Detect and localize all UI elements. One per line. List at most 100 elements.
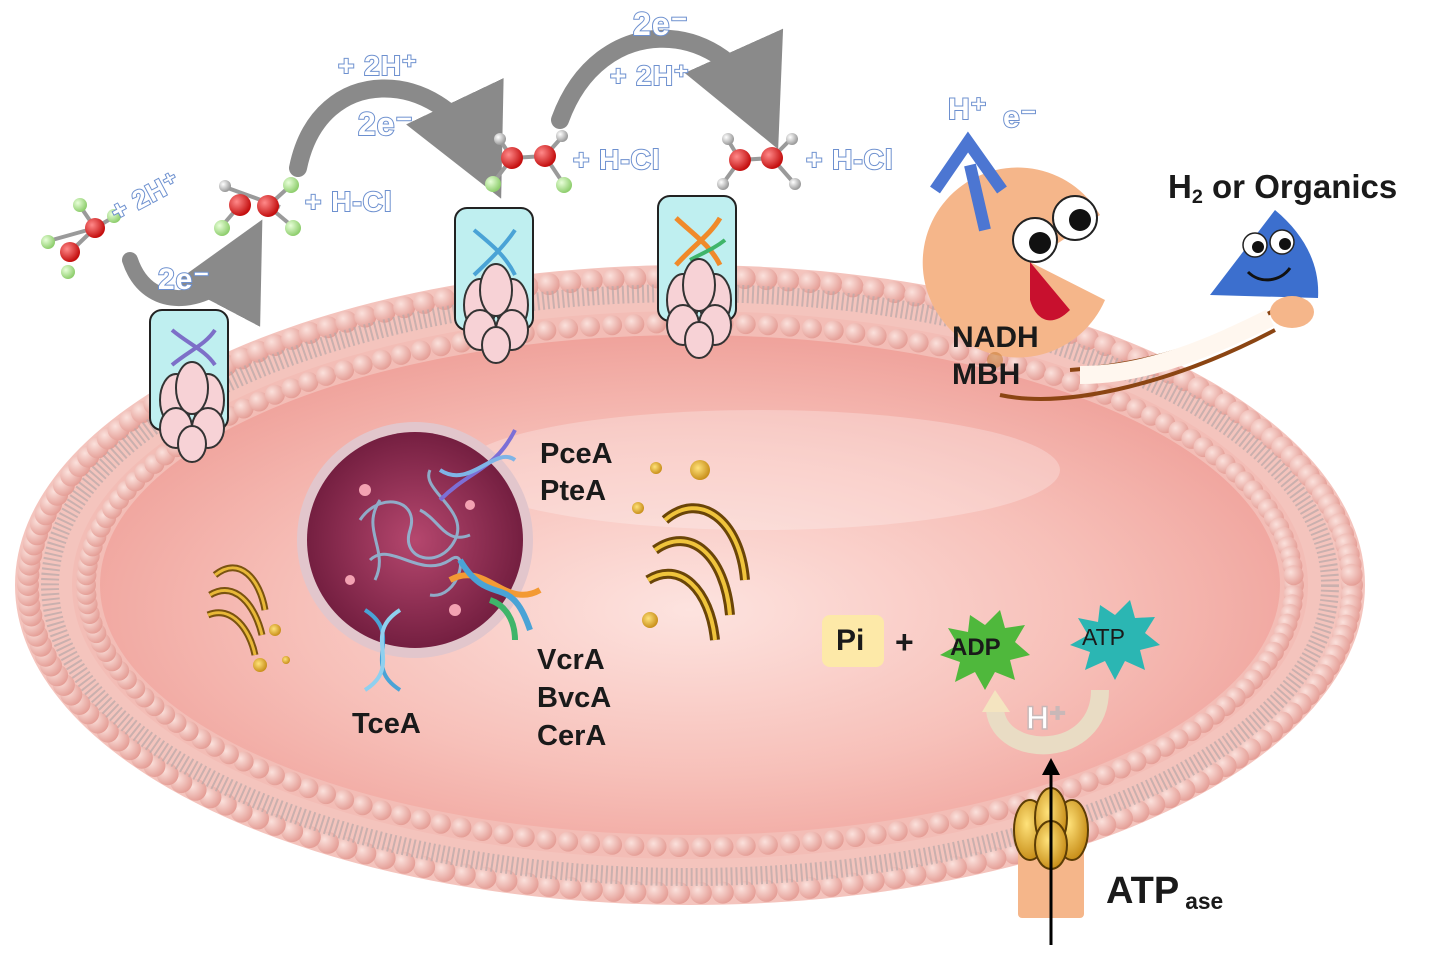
molecule-dce <box>485 130 572 193</box>
dna-pcea <box>438 429 517 502</box>
golgi-left <box>206 564 290 672</box>
label-adp: ADP <box>950 634 1001 661</box>
lipid-bead <box>249 391 269 412</box>
lipid-bead <box>908 332 929 353</box>
label-hcl-step1: + H-Cl <box>304 186 393 217</box>
lipid-bead <box>883 281 906 304</box>
lipid-bead <box>823 320 844 341</box>
lipid-bead <box>354 305 377 328</box>
golgi-right <box>632 460 750 641</box>
arrow-step2 <box>289 78 504 199</box>
lipid-bead <box>316 831 339 854</box>
lipid-bead <box>733 267 756 290</box>
lipid-bead <box>495 869 518 892</box>
lipid-bead <box>691 837 712 857</box>
lipid-bead <box>984 847 1007 870</box>
lipid-bead <box>602 879 625 902</box>
lipid-bead <box>668 882 691 904</box>
pi-box <box>822 615 884 667</box>
lipid-bead <box>602 268 625 291</box>
lipid-bead <box>780 316 800 337</box>
lipid-bead <box>371 349 392 370</box>
lipid-bead <box>391 805 411 826</box>
lipid-bead <box>668 837 689 857</box>
lipid-bead <box>393 851 416 874</box>
lipid-bead <box>334 360 355 381</box>
label-gene-ptea: PteA <box>540 475 607 507</box>
lipid-bead <box>845 827 866 847</box>
lipid-bead <box>777 269 800 292</box>
lipid-bead <box>249 758 269 779</box>
lipid-bead <box>949 340 970 361</box>
lipid-bead <box>1061 778 1082 799</box>
lipid-bead <box>1095 765 1116 786</box>
lipid-bead <box>263 813 286 836</box>
lipid-bead <box>624 880 647 903</box>
lipid-bead <box>352 354 373 375</box>
lipid-bead <box>1111 391 1131 412</box>
lipid-bead <box>514 827 535 847</box>
lipid-bead <box>281 327 304 350</box>
label-proton-out: H⁺ <box>947 93 988 126</box>
lipid-bead <box>453 863 476 886</box>
atpase-subscript: ase <box>1185 887 1224 914</box>
lipid-bead <box>1094 813 1117 836</box>
lipid-bead <box>298 826 321 849</box>
lipid-bead <box>1094 334 1117 357</box>
lipid-bead <box>862 278 885 301</box>
lipid-bead <box>646 881 669 904</box>
label-proton-atpase: H⁺ <box>1025 700 1067 736</box>
lipid-bead <box>298 778 319 799</box>
lipid-bead <box>780 833 800 854</box>
lipid-bead <box>1061 371 1082 392</box>
lipid-bead <box>929 813 950 834</box>
label-gene-tcea: TceA <box>352 708 421 740</box>
lipid-bead <box>580 878 603 901</box>
lipid-bead <box>624 267 647 290</box>
lipid-bead <box>393 296 416 319</box>
lipid-bead <box>580 316 600 337</box>
lipid-bead <box>298 321 321 344</box>
lipid-bead <box>689 882 712 904</box>
lipid-bead <box>281 820 304 843</box>
lipid-bead <box>1078 771 1099 792</box>
atp-starburst <box>1070 600 1160 680</box>
molecule-vc <box>717 133 801 190</box>
label-gene-cera: CerA <box>537 720 607 752</box>
lipid-bead <box>281 771 302 792</box>
lipid-bead <box>373 847 396 870</box>
lipid-bead <box>757 315 778 336</box>
arrow-step3 <box>551 28 783 150</box>
lipid-bead <box>949 809 970 830</box>
label-protons-step2: + 2H⁺ <box>337 50 418 81</box>
lipid-bead <box>233 398 254 419</box>
lipid-bead <box>964 851 987 874</box>
lipid-bead <box>413 291 436 314</box>
lipid-bead <box>580 269 603 292</box>
arrow-step1 <box>122 219 263 327</box>
donor-rest: or Organics <box>1202 168 1398 205</box>
lipid-bead <box>924 860 947 882</box>
lipid-bead <box>798 271 821 294</box>
lipid-bead <box>1044 365 1064 386</box>
lipid-bead <box>264 765 285 786</box>
electron-donor-wedge <box>1210 210 1319 298</box>
lipid-bead <box>472 821 493 841</box>
label-nadh: NADH <box>952 321 1039 354</box>
nucleoid <box>297 422 533 658</box>
proton-electron-arrow <box>930 131 1007 232</box>
lipid-bead <box>316 365 336 386</box>
lipid-bead <box>988 800 1009 821</box>
rdase-complex-1 <box>149 309 229 463</box>
lipid-bead <box>866 824 887 845</box>
lipid-bead <box>1126 751 1147 772</box>
lipid-bead <box>602 315 623 336</box>
label-protons-step3: + 2H⁺ <box>609 60 690 91</box>
lipid-bead <box>430 813 451 834</box>
lipid-bead <box>1025 360 1046 381</box>
label-electrons-step2: 2e⁻ <box>357 106 414 142</box>
lipid-bead <box>969 805 989 826</box>
lipid-bead <box>1076 327 1099 350</box>
lipid-bead <box>516 872 539 895</box>
